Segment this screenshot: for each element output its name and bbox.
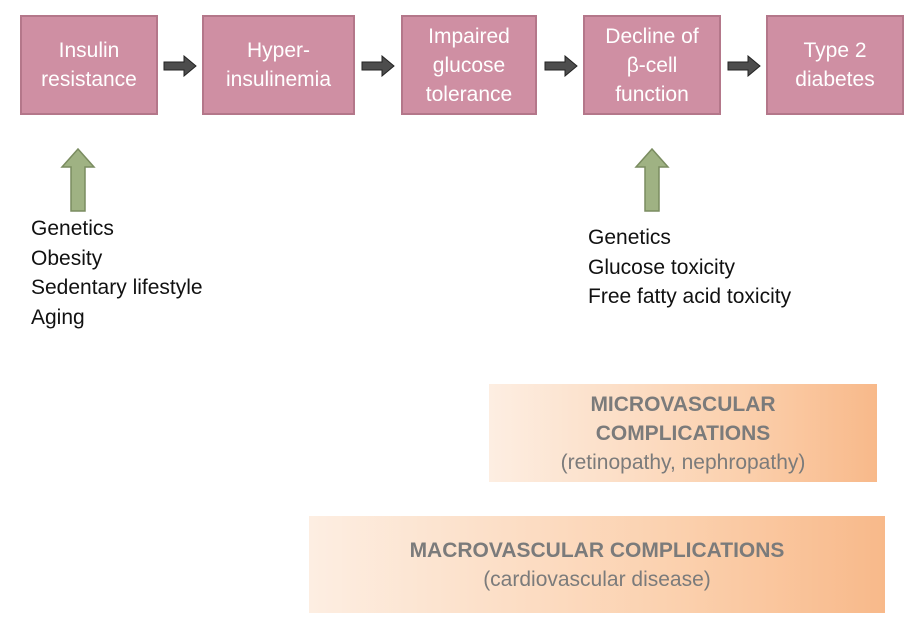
macrovascular-complications-band: MACROVASCULAR COMPLICATIONS (cardiovascu…	[309, 516, 885, 613]
microvascular-title: MICROVASCULAR COMPLICATIONS	[590, 392, 776, 445]
risk-factor: Aging	[31, 305, 85, 329]
risk-factor: Genetics	[588, 226, 671, 249]
up-arrow-icon	[60, 148, 96, 212]
risk-factor: Glucose toxicity	[588, 255, 736, 279]
risk-factor: Genetics	[31, 217, 114, 240]
flow-arrow-icon	[361, 55, 395, 77]
microvascular-subtitle: (retinopathy, nephropathy)	[560, 450, 806, 474]
risk-factor: Free fatty acid toxicity	[588, 285, 792, 308]
stage-decline-beta-cell-function: Decline of β-cell function	[583, 15, 721, 115]
up-arrow-icon	[634, 148, 670, 212]
flow-arrow-icon	[727, 55, 761, 77]
risk-factor: Obesity	[31, 246, 103, 270]
macrovascular-title: MACROVASCULAR COMPLICATIONS	[409, 538, 785, 562]
risk-factor: Sedentary lifestyle	[31, 276, 203, 299]
stage-insulin-resistance: Insulin resistance	[20, 15, 158, 115]
flow-arrow-icon	[544, 55, 578, 77]
stage-type-2-diabetes: Type 2 diabetes	[766, 15, 904, 115]
stage-hyperinsulinemia: Hyper- insulinemia	[202, 15, 355, 115]
microvascular-complications-band: MICROVASCULAR COMPLICATIONS (retinopathy…	[489, 384, 877, 482]
flow-arrow-icon	[163, 55, 197, 77]
risk-factors-insulin-resistance: Genetics Obesity Sedentary lifestyle Agi…	[31, 214, 203, 332]
macrovascular-subtitle: (cardiovascular disease)	[483, 567, 711, 591]
stage-impaired-glucose-tolerance: Impaired glucose tolerance	[401, 15, 537, 115]
risk-factors-beta-cell-decline: Genetics Glucose toxicity Free fatty aci…	[588, 223, 791, 312]
